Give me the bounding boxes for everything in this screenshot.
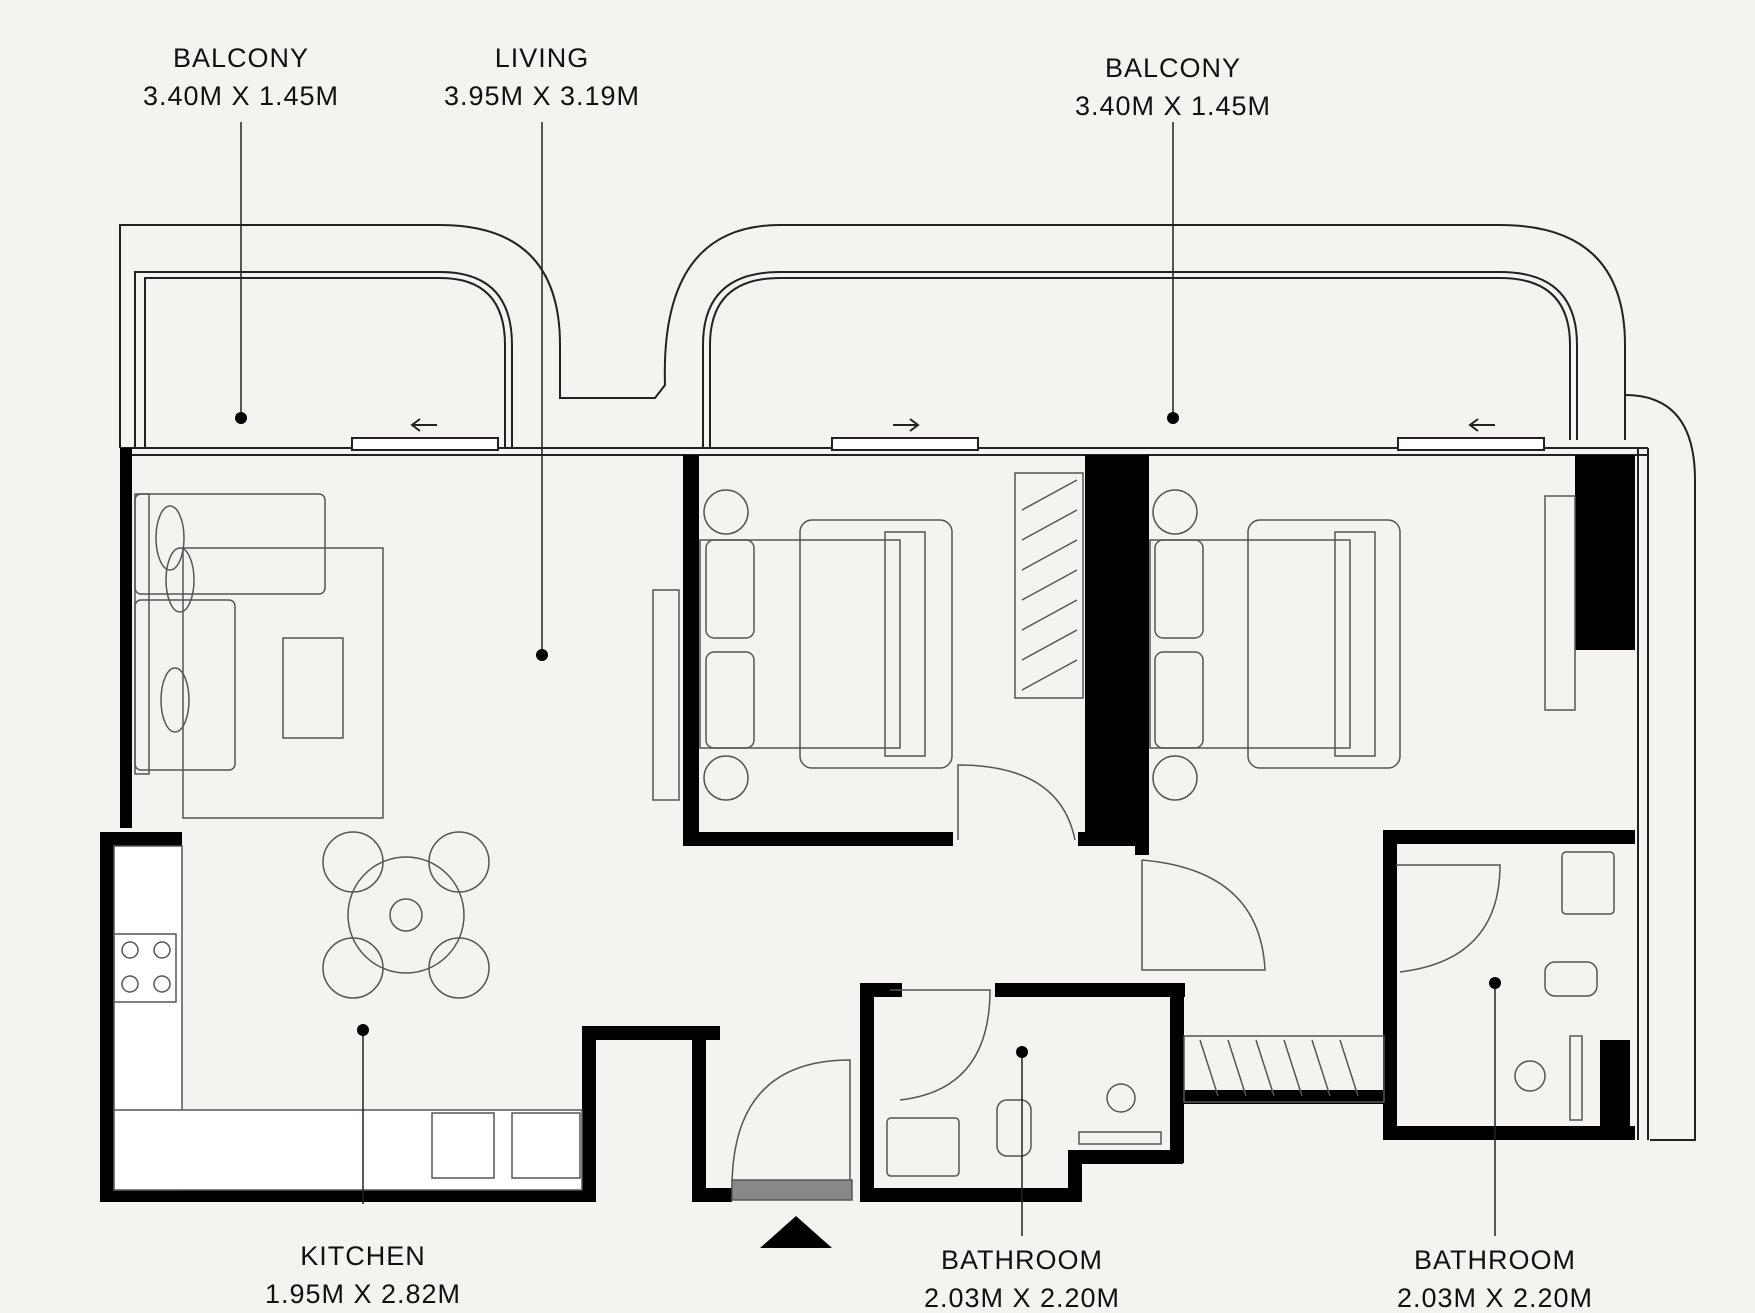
balcony-left-label: BALCONY 3.40M X 1.45M (143, 40, 339, 116)
living-rug (182, 547, 384, 819)
bath-door-2 (1396, 864, 1501, 973)
coffee-table (282, 637, 344, 739)
room-name: BALCONY (1104, 53, 1242, 83)
living-label: LIVING 3.95M X 3.19M (444, 40, 640, 116)
bathroom-1-marker (1016, 1046, 1028, 1058)
kitchen-marker (357, 1024, 369, 1036)
balcony-right-marker (1167, 412, 1179, 424)
dining-table (347, 856, 465, 974)
living-marker (536, 649, 548, 661)
bedroom-door-2 (1141, 859, 1266, 971)
balcony-left-inner (134, 271, 513, 448)
room-dimensions: 3.95M X 3.19M (443, 81, 641, 111)
bath-door-1 (890, 989, 991, 1101)
room-name: KITCHEN (300, 1241, 426, 1271)
bathroom-2-marker (1489, 977, 1501, 989)
room-name: BALCONY (172, 43, 310, 73)
cooktop (113, 933, 177, 1003)
room-name: LIVING (494, 43, 590, 73)
balcony-left-marker (235, 412, 247, 424)
room-name: BATHROOM (1414, 1245, 1576, 1275)
room-dimensions: 3.40M X 1.45M (1074, 91, 1272, 121)
bathroom-2-label: BATHROOM 2.03M X 2.20M (1397, 1242, 1593, 1313)
bathroom-1-label: BATHROOM 2.03M X 2.20M (924, 1242, 1120, 1313)
kitchen-label: KITCHEN 1.95M X 2.82M (265, 1238, 461, 1313)
balcony-left-outline (119, 224, 1626, 448)
side-ledge (1624, 394, 1696, 1141)
balcony-right-inner (702, 271, 1578, 448)
bed-2 (1247, 519, 1401, 769)
bed-1 (799, 519, 953, 769)
entry-door (731, 1059, 851, 1189)
room-dimensions: 2.03M X 2.20M (923, 1283, 1121, 1313)
bedroom-door-1 (957, 764, 1076, 841)
entrance-marker-icon (760, 1216, 832, 1248)
room-dimensions: 1.95M X 2.82M (264, 1279, 462, 1309)
room-name: BATHROOM (941, 1245, 1103, 1275)
room-dimensions: 2.03M X 2.20M (1396, 1283, 1594, 1313)
room-dimensions: 3.40M X 1.45M (142, 81, 340, 111)
balcony-right-label: BALCONY 3.40M X 1.45M (1075, 50, 1271, 126)
